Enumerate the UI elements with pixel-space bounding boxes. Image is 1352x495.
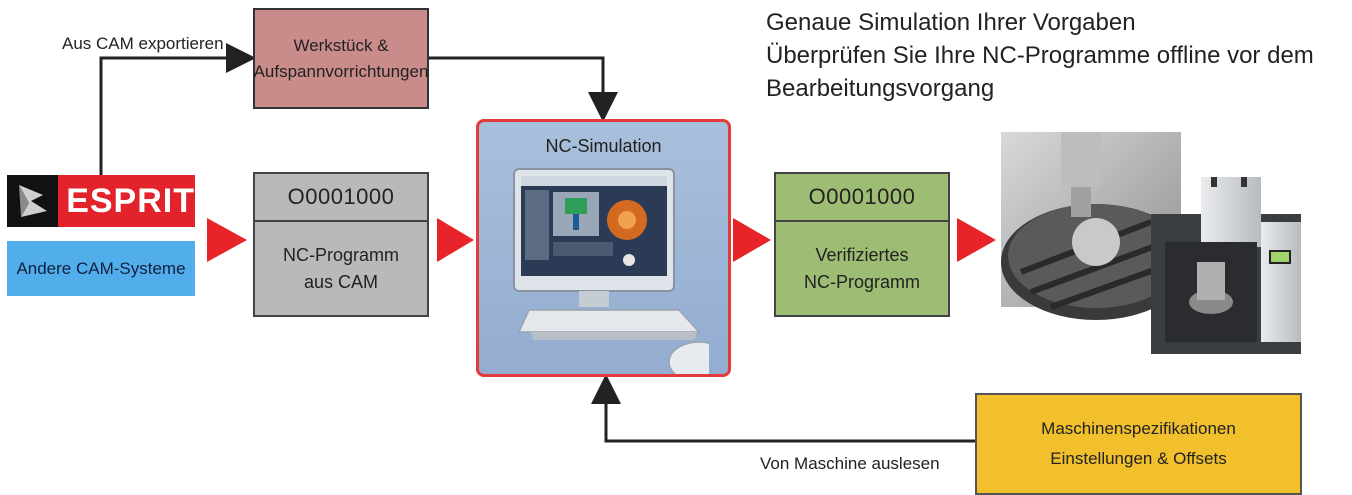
- headline-line-1: Genaue Simulation Ihrer Vorgaben: [766, 9, 1136, 36]
- verified-line-2: NC-Programm: [803, 271, 920, 292]
- workpiece-box: Werkstück & Aufspannvorrichtungen: [253, 8, 429, 109]
- esprit-logo-text: ESPRIT: [66, 181, 195, 220]
- flow-arrow-1: [207, 218, 247, 262]
- machine-specs-line-2: Einstellungen & Offsets: [1050, 449, 1227, 468]
- headline: Genaue Simulation Ihrer Vorgaben Überprü…: [766, 6, 1314, 105]
- nc-simulation-panel: NC-Simulation: [476, 119, 731, 377]
- nc-program-box: O0001000 NC-Programm aus CAM: [253, 172, 429, 317]
- nc-simulation-title: NC-Simulation: [545, 136, 662, 156]
- headline-line-3: Bearbeitungsvorgang: [766, 75, 995, 102]
- machine-specs-line-1: Maschinenspezifikationen: [1041, 419, 1236, 438]
- nc-program-code: O0001000: [255, 174, 427, 222]
- flow-arrow-4: [957, 218, 996, 262]
- read-machine-label: Von Maschine auslesen: [760, 454, 940, 473]
- other-cam-systems: Andere CAM-Systeme: [7, 241, 195, 296]
- flow-arrow-2: [437, 218, 474, 262]
- verified-program-box: O0001000 Verifiziertes NC-Programm: [774, 172, 950, 317]
- machine-connector: [591, 374, 975, 443]
- computer-icon: [513, 168, 709, 374]
- machine-specs-box: Maschinenspezifikationen Einstellungen &…: [975, 393, 1302, 495]
- export-connector: [99, 43, 256, 175]
- nc-program-line-2: aus CAM: [303, 271, 379, 292]
- export-label: Aus CAM exportieren: [62, 34, 224, 53]
- flow-arrow-3: [733, 218, 771, 262]
- workpiece-line-2: Aufspannvorrichtungen: [253, 61, 429, 81]
- workpiece-line-1: Werkstück &: [293, 35, 389, 55]
- nc-program-line-1: NC-Programm: [282, 244, 399, 265]
- workpiece-connector: [429, 56, 618, 122]
- esprit-mark-icon: [7, 175, 59, 227]
- verified-line-1: Verifiziertes: [815, 244, 909, 265]
- headline-line-2: Überprüfen Sie Ihre NC-Programme offline…: [766, 42, 1314, 69]
- esprit-logo: ESPRIT: [7, 175, 195, 227]
- verified-program-code: O0001000: [776, 174, 948, 222]
- machine-tool-image: [1001, 132, 1301, 354]
